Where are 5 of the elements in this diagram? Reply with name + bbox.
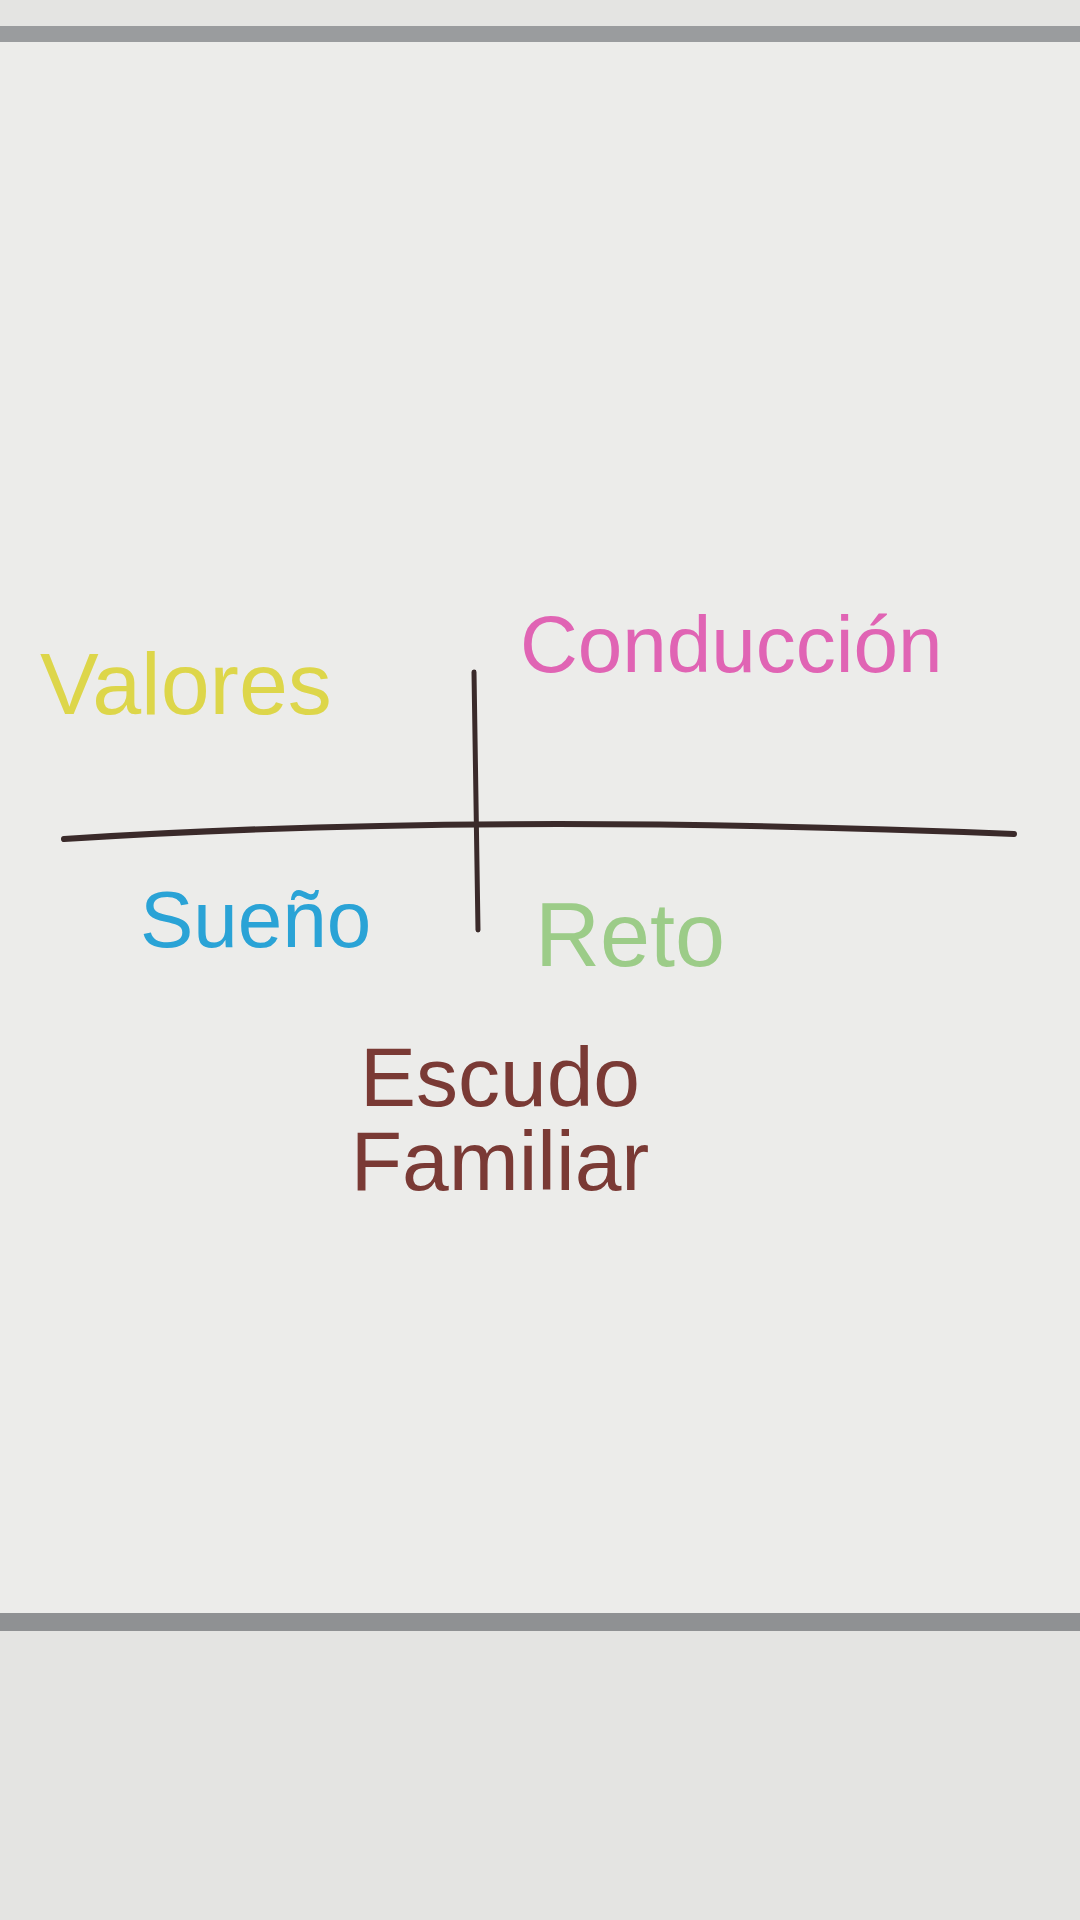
heading-text: Sueño: [140, 880, 373, 960]
heading-text: Valores: [40, 640, 333, 728]
title-text: Escudo Familiar: [349, 1035, 651, 1203]
heading-text: Conducción: [520, 605, 944, 685]
heading-text: Reto: [535, 890, 727, 980]
